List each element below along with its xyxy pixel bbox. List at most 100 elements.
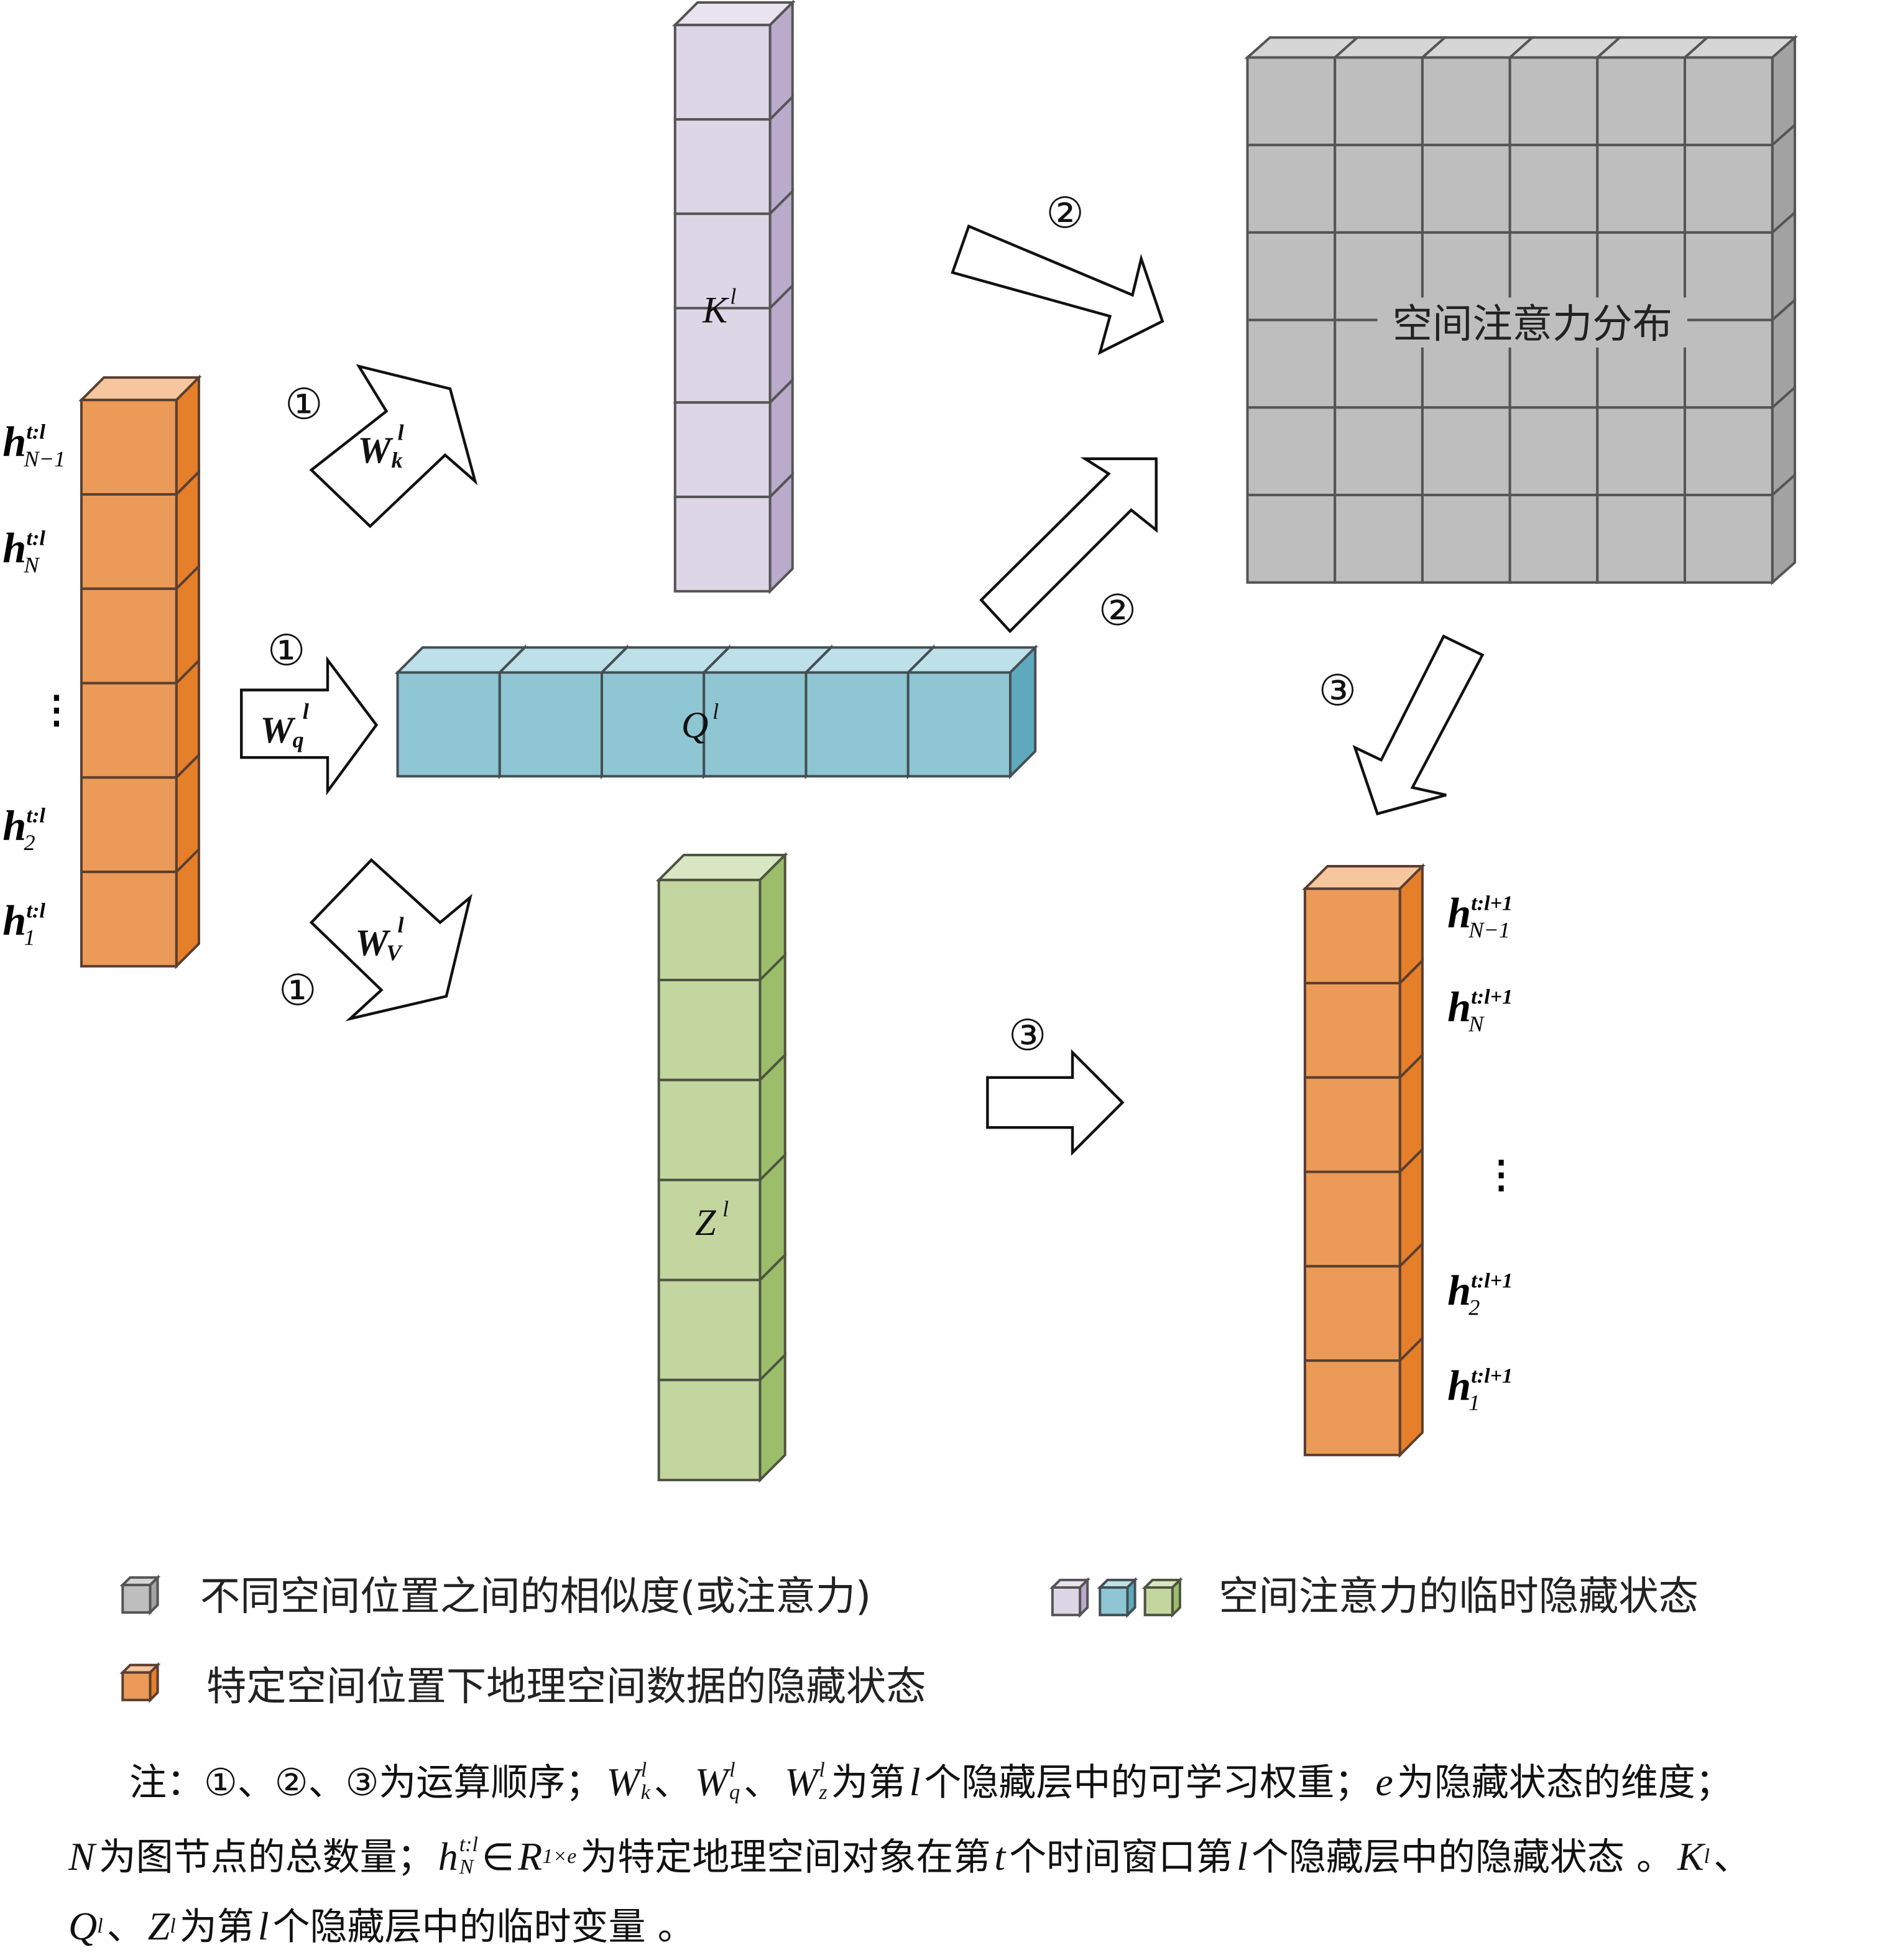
q-label-sup: l (712, 699, 719, 724)
label-base: h (2, 802, 26, 849)
cube-front-face (1334, 406, 1424, 497)
input-hidden-state-column-cell (78, 374, 202, 497)
legend-cube (1141, 1577, 1183, 1619)
legend-cube (1049, 1577, 1091, 1619)
input-hidden-state-column-cell (80, 563, 200, 686)
grid-cell (1508, 406, 1599, 497)
cube-front-face (1684, 318, 1774, 409)
cube-front-face (673, 401, 772, 499)
input-state-label: ⋮ (38, 688, 75, 732)
note-text: 个隐藏层中的隐藏状态 。 (1251, 1836, 1674, 1879)
math-sup: l (640, 1759, 647, 1782)
label-sub: N (1468, 1011, 1485, 1036)
cube-front-face (1334, 144, 1424, 234)
note-text: 、 (1713, 1836, 1751, 1879)
cube-front-face (1684, 494, 1774, 584)
z-to-output-arrow (986, 1049, 1125, 1156)
cube-front-face (1684, 231, 1774, 321)
math-sub: q (729, 1781, 740, 1804)
note-text: 注：①、②、③为运算顺序； (129, 1761, 603, 1805)
label-sup: t:l+1 (1471, 986, 1513, 1009)
math-base: W (785, 1760, 818, 1804)
note-text: 为特定地理空间对象在第 (580, 1836, 991, 1879)
cube-front-face (1246, 494, 1337, 584)
grid-cell (1596, 144, 1687, 234)
cube-front-face (1508, 56, 1599, 147)
grid-cell (1596, 406, 1687, 497)
ellipsis: ⋮ (38, 688, 75, 732)
cube-front-face (1508, 494, 1599, 584)
cube-front-face (80, 493, 178, 590)
step-3-lower: ③ (1008, 1012, 1046, 1060)
label-base: h (1447, 1267, 1471, 1315)
input-hidden-state-column-cell (80, 846, 200, 969)
label-sub: 2 (1468, 1295, 1480, 1320)
k-column-cell (671, 0, 796, 122)
cube-side-face (1398, 1335, 1424, 1458)
cube-front-face (1596, 406, 1687, 497)
cube-front-face (121, 1671, 152, 1701)
cube-front-face (1303, 887, 1401, 985)
math-sup: l (97, 1915, 103, 1938)
output-hidden-state-column-cell (1303, 1241, 1424, 1364)
cube-front-face (657, 1078, 762, 1181)
label-sub: N−1 (1468, 918, 1510, 943)
label-sup: t:l+1 (1471, 1270, 1513, 1293)
label-base: h (2, 525, 26, 572)
z-label: Z (695, 1202, 717, 1244)
wq-label-sub: q (293, 728, 304, 752)
label-sup: t:l+1 (1471, 892, 1513, 915)
math-sup: l (1703, 1845, 1710, 1868)
cube-front-face (1684, 406, 1774, 497)
math-base: Z (147, 1904, 170, 1948)
legend (119, 1574, 1183, 1703)
k-label: K (702, 290, 729, 331)
z-column-cell (655, 852, 788, 983)
label-base: h (2, 418, 26, 466)
cube-front-face (1684, 144, 1774, 234)
math-base: N (68, 1834, 95, 1879)
grid-cell (1684, 472, 1796, 586)
input-hidden-state-column (78, 374, 202, 969)
q-row-cell (701, 644, 834, 780)
legend-blue-cube-icon (1097, 1577, 1138, 1619)
wk-label-sup: l (398, 420, 404, 445)
output-state-label: ⋮ (1482, 1153, 1519, 1197)
grid-cell (1684, 297, 1796, 410)
cube-front-face (1246, 231, 1337, 321)
wk-label-sub: k (391, 448, 402, 473)
label-base: h (2, 897, 26, 945)
label-sub: N (23, 553, 40, 578)
math-base: l (257, 1904, 269, 1948)
wq-label-base: W (260, 710, 296, 751)
cube-front-face (804, 671, 910, 778)
label-sup: t:l+1 (1471, 1364, 1513, 1387)
grid-cell (1246, 406, 1337, 497)
legend-gray-cube-icon (119, 1574, 161, 1616)
z-label-sup: l (722, 1196, 729, 1221)
cube-front-face (673, 496, 772, 593)
step-3-upper: ③ (1319, 667, 1357, 714)
cube-front-face (80, 399, 178, 496)
cube-front-face (1051, 1586, 1082, 1617)
cube-blocks (78, 0, 1799, 1483)
math-n: N (68, 1837, 95, 1877)
grid-cell (1421, 406, 1511, 497)
math-base: t (994, 1834, 1006, 1879)
q-row (394, 644, 1038, 780)
cube-side-face (768, 471, 794, 594)
wv-arrow (309, 858, 472, 1022)
grid-to-output-arrow (1352, 634, 1485, 816)
cube-front-face (498, 671, 604, 778)
math-sub: N (459, 1856, 474, 1879)
math-base: l (1237, 1834, 1248, 1879)
wv-label-base: W (355, 922, 391, 964)
